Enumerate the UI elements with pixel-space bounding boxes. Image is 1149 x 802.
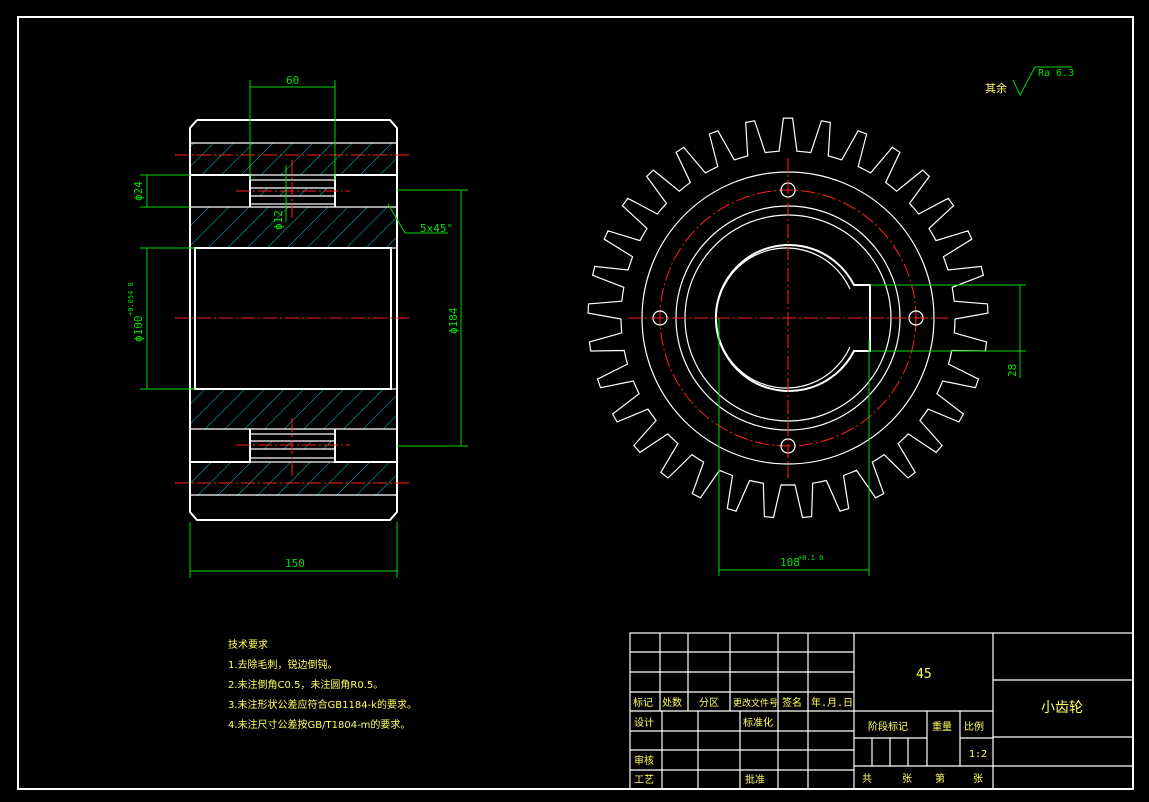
tb-approve: 批准 bbox=[745, 773, 765, 786]
tb-header-count: 处数 bbox=[662, 696, 682, 709]
tb-part-name: 小齿轮 bbox=[1041, 700, 1083, 716]
dim-phi100-tol: +0.054 0 bbox=[127, 282, 135, 316]
title-block bbox=[629, 632, 1134, 790]
gear-teeth-outline bbox=[587, 117, 989, 519]
roughness-value: Ra 6.3 bbox=[1038, 68, 1074, 79]
dim-phi24: ϕ24 bbox=[132, 181, 145, 201]
hatch-upper bbox=[190, 207, 397, 248]
tech-item-4: 4.未注尺寸公差按GB/T1804-m的要求。 bbox=[228, 720, 411, 731]
tb-stage-mark: 阶段标记 bbox=[868, 720, 908, 733]
tb-review: 审核 bbox=[634, 754, 654, 767]
hatch-bottom-band bbox=[190, 462, 397, 496]
tb-header-mark: 标记 bbox=[633, 697, 653, 709]
tech-item-2: 2.未注倒角C0.5，未注圆角R0.5。 bbox=[228, 680, 384, 691]
tb-standard: 标准化 bbox=[743, 716, 773, 729]
technical-requirements: 技术要求 1.去除毛刺，锐边倒钝。 2.未注倒角C0.5，未注圆角R0.5。 3… bbox=[228, 636, 417, 736]
dim-phi12: ϕ12 bbox=[272, 210, 285, 230]
tb-total: 共 bbox=[862, 773, 872, 785]
tech-title: 技术要求 bbox=[228, 640, 268, 651]
tb-scale-value: 1:2 bbox=[969, 749, 987, 760]
tb-sheet2: 张 bbox=[973, 773, 983, 785]
section-dimensions bbox=[140, 80, 468, 578]
tb-header-zone: 分区 bbox=[699, 697, 719, 709]
tb-header-sign: 签名 bbox=[782, 696, 802, 709]
dim-108-tol: +0.1 0 bbox=[798, 554, 823, 562]
dim-phi184: ϕ184 bbox=[447, 307, 460, 334]
tb-header-change: 更改文件号 bbox=[733, 697, 778, 709]
dim-150: 150 bbox=[285, 557, 305, 570]
gear-dimensions bbox=[718, 66, 1072, 576]
gear-section-outline bbox=[189, 119, 398, 521]
dim-108: 108 bbox=[780, 556, 800, 569]
dim-keyway-28: 28 bbox=[1006, 364, 1019, 377]
tb-design: 设计 bbox=[634, 716, 654, 729]
gear-front-view bbox=[587, 117, 989, 519]
section-view bbox=[175, 119, 412, 521]
tb-process: 工艺 bbox=[634, 774, 654, 786]
tb-number: 第 bbox=[935, 772, 945, 785]
tb-scale: 比例 bbox=[964, 720, 984, 733]
tb-sheet: 张 bbox=[902, 773, 912, 785]
roughness-label: 其余 bbox=[985, 81, 1007, 95]
tb-material: 45 bbox=[916, 667, 932, 682]
hatch-lower bbox=[190, 389, 397, 429]
tb-header-date: 年.月.日 bbox=[811, 696, 853, 709]
dim-60: 60 bbox=[286, 74, 299, 87]
sheet-frame bbox=[17, 16, 1134, 790]
hatch-top-band bbox=[190, 143, 397, 175]
dim-phi100: ϕ100 bbox=[132, 316, 145, 343]
tb-weight: 重量 bbox=[932, 720, 952, 733]
tech-item-1: 1.去除毛刺，锐边倒钝。 bbox=[228, 660, 338, 671]
dim-chamfer: 5x45° bbox=[420, 222, 453, 235]
tech-item-3: 3.未注形状公差应符合GB1184-k的要求。 bbox=[228, 700, 417, 711]
